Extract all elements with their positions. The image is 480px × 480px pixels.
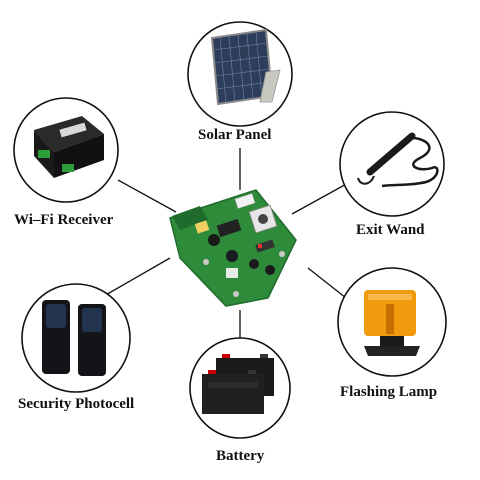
label-solar-panel: Solar Panel [198,127,272,143]
flashing-lamp-node [337,267,447,377]
connector-lamp [307,267,347,299]
control-board [169,189,297,307]
label-flashing-lamp: Flashing Lamp [340,384,438,400]
exit-wand-node [339,111,445,217]
label-battery: Battery [216,448,265,464]
label-wifi-receiver: Wi–Fi Receiver [14,212,114,228]
photocell-icon [42,300,106,376]
flashing-lamp-icon [364,290,420,356]
wifi-receiver-icon [34,116,104,178]
connector-exit [291,181,351,215]
battery-node [189,337,291,439]
battery-icon [202,354,274,414]
connector-lines [103,148,351,340]
exit-wand-icon [357,132,439,188]
solar-panel-node [187,21,293,127]
solar-panel-icon [210,28,281,106]
label-exit-wand: Exit Wand [356,222,425,238]
wifi-receiver-node [13,97,119,203]
connector-photocell [103,257,171,297]
security-photocell-node [21,283,131,393]
label-security-photocell: Security Photocell [18,396,135,412]
connector-wifi [117,179,177,213]
